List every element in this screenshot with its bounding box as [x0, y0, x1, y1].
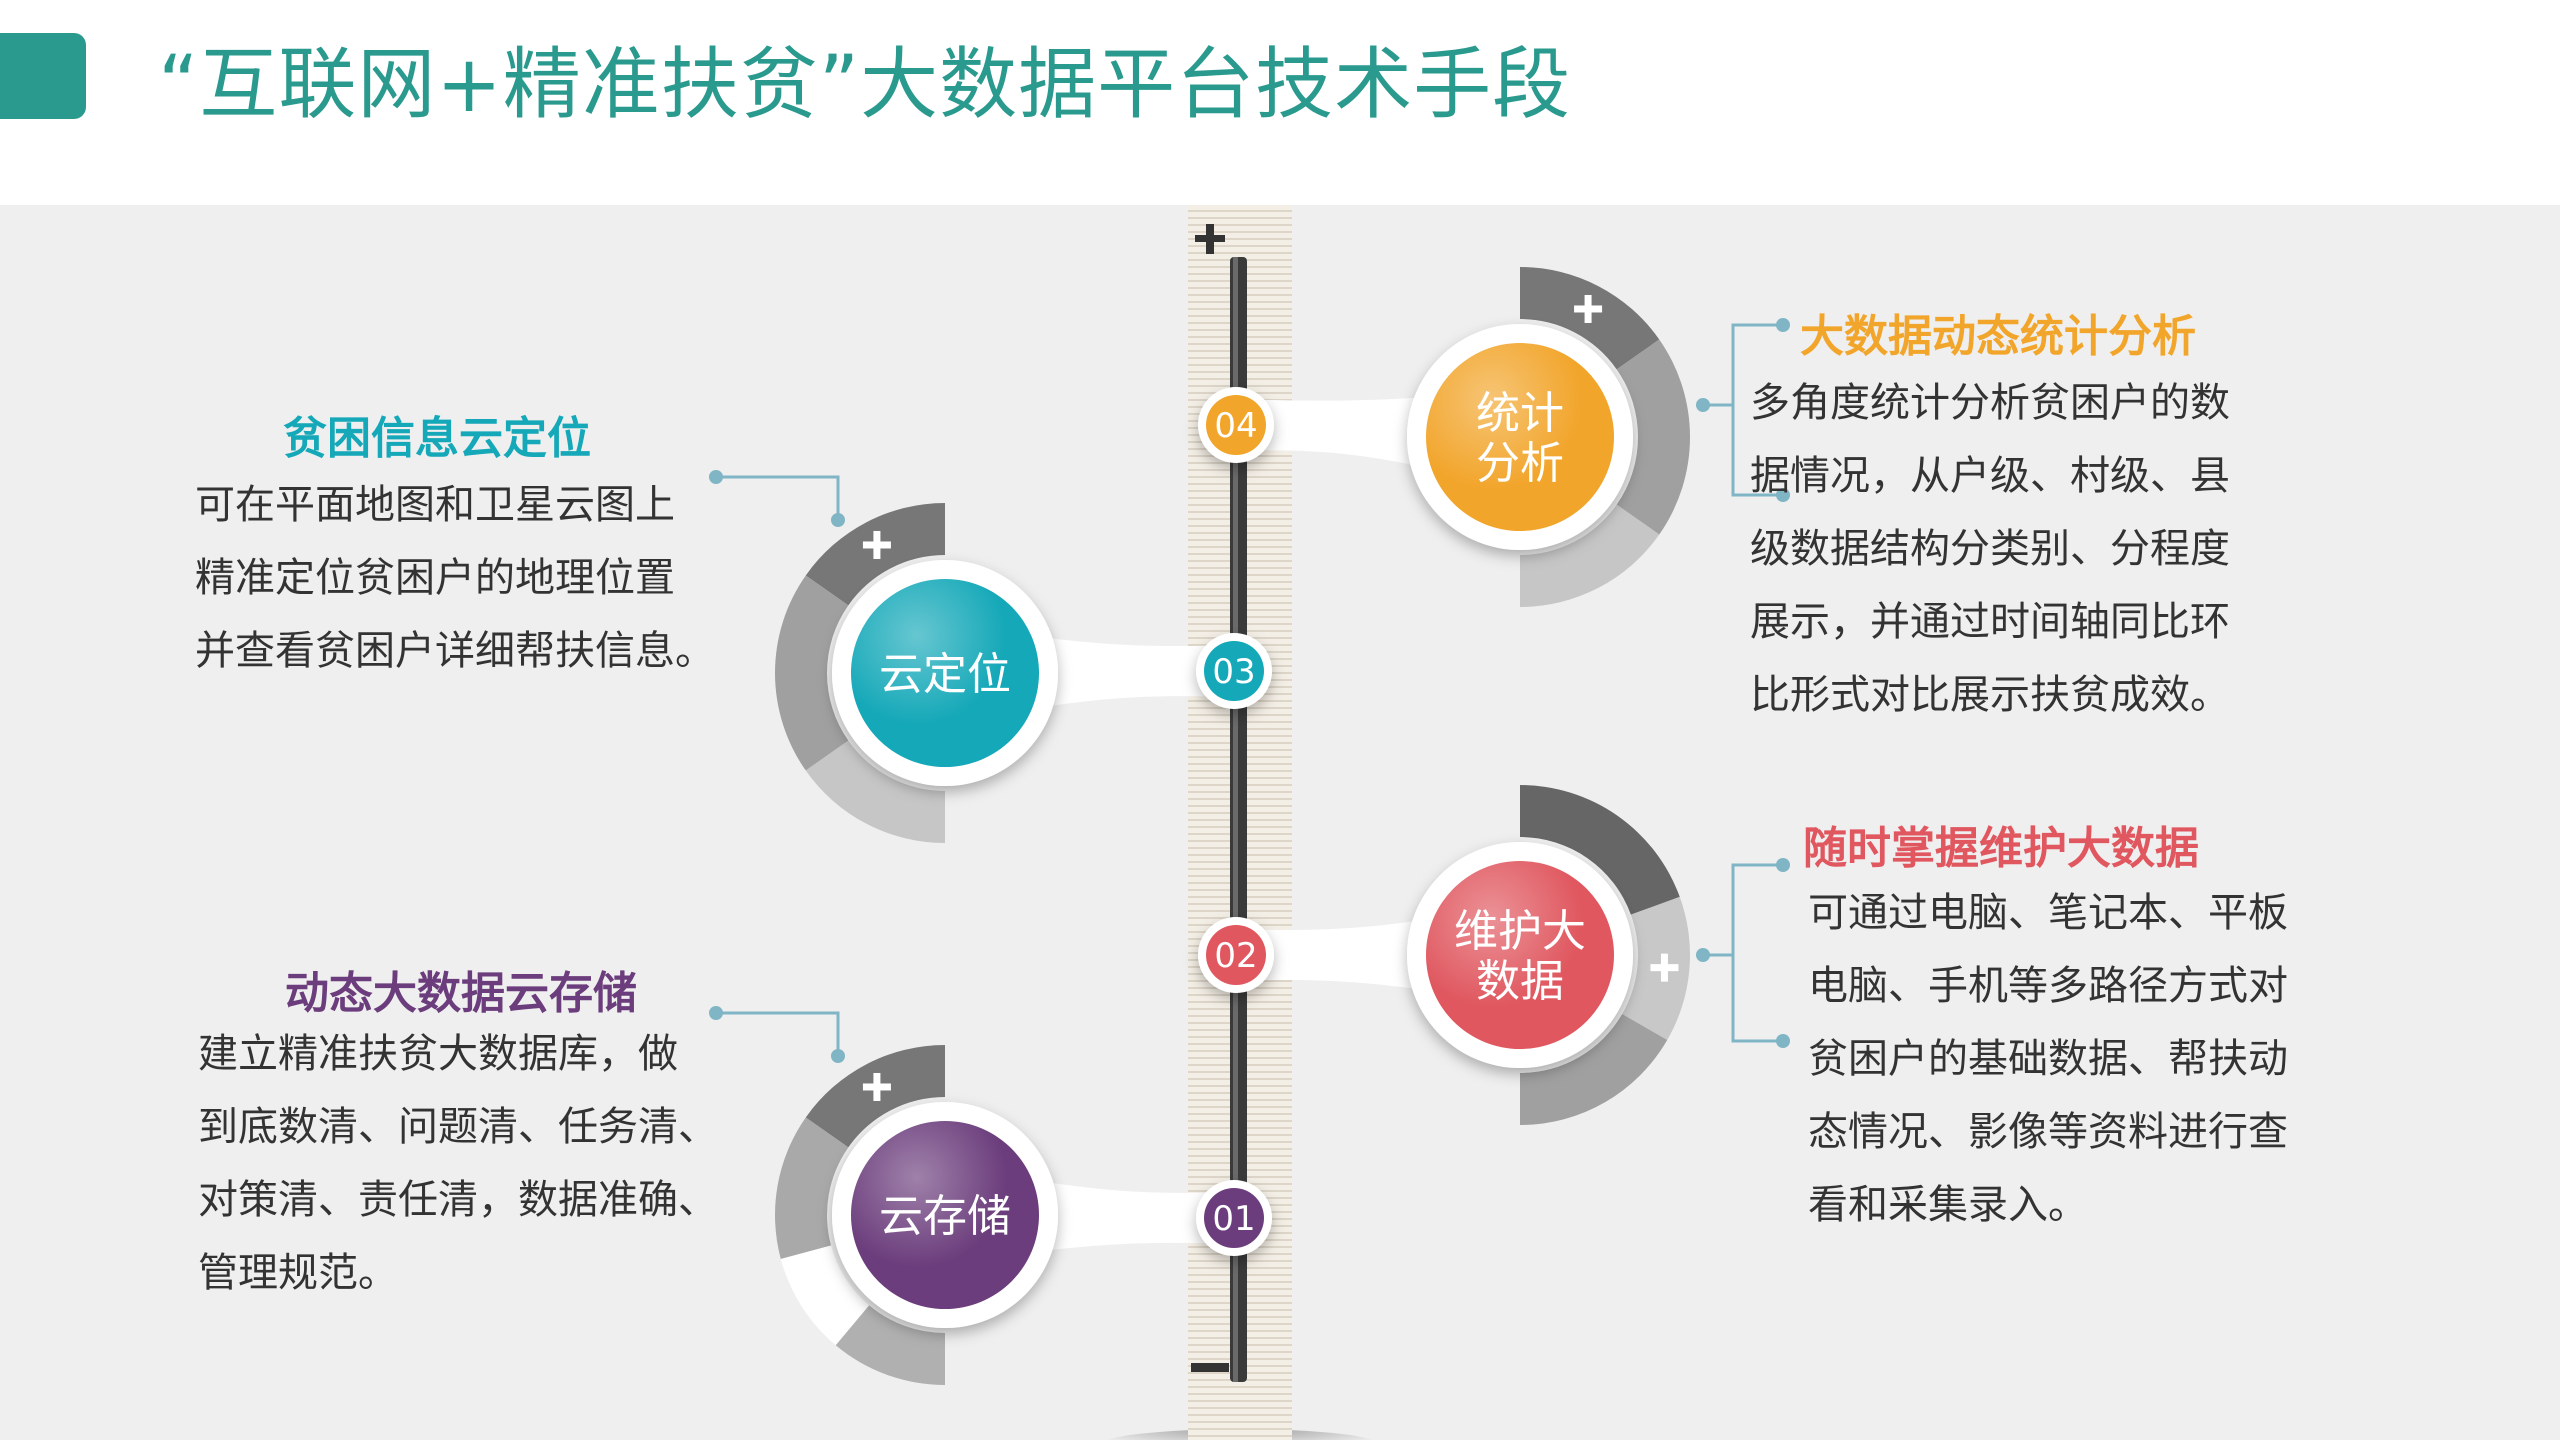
- number-bubble: [1204, 641, 1264, 701]
- ring-segment: [775, 575, 849, 771]
- node-label: 数据: [1476, 956, 1564, 1007]
- circle-shine: [851, 579, 1039, 767]
- section-body-cloud-location: 可在平面地图和卫星云图上 精准定位贫困户的地理位置 并查看贫困户详细帮扶信息。: [195, 482, 715, 674]
- node-01: 云存储 01: [709, 1006, 1272, 1385]
- number-bubble: [1206, 395, 1266, 455]
- section-title-cloud-storage: 动态大数据云存储: [285, 968, 637, 1019]
- page-title: “互联网+精准扶贫”大数据平台技术手段: [158, 40, 1572, 130]
- plus-icon: [862, 530, 891, 559]
- ring-segment: [774, 1117, 849, 1259]
- number-bubble: [1206, 925, 1266, 985]
- callout-line: [716, 475, 840, 520]
- callout-bracket: [1731, 323, 1783, 497]
- node-03: 云定位 03: [709, 470, 1272, 843]
- plus-icon: [1195, 224, 1225, 254]
- node-number: 02: [1214, 936, 1257, 976]
- callout-dot: [709, 470, 723, 484]
- callout-dot: [831, 1049, 845, 1063]
- callout-dot: [709, 1006, 723, 1020]
- ring-segment: [805, 740, 945, 843]
- timeline-diagram: 统计分析 04 云定位 03 维护大数据 02 云存储 01: [709, 205, 1790, 1440]
- callout-line: [716, 1011, 840, 1056]
- ring-segment: [1520, 504, 1660, 607]
- section-body-statistics: 多角度统计分析贫困户的数 据情况，从户级、村级、县 级数据结构分类别、分程度 展…: [1750, 380, 2230, 718]
- node-04: 统计分析 04: [1198, 267, 1790, 607]
- plus-icon: [862, 1072, 891, 1101]
- timeline-bar-highlight: [1233, 257, 1238, 1382]
- header: “互联网+精准扶贫”大数据平台技术手段: [0, 0, 2560, 205]
- node-label: 维护大: [1454, 906, 1586, 957]
- node-label: 统计: [1476, 388, 1564, 439]
- callout-dot: [1776, 1034, 1790, 1048]
- callout-dot: [1696, 398, 1710, 412]
- ring-segment: [835, 1305, 945, 1385]
- ring-segment: [1616, 339, 1691, 535]
- section-title-cloud-location: 贫困信息云定位: [283, 413, 591, 464]
- nodes-layer: 统计分析 04 云定位 03 维护大数据 02 云存储 01: [709, 267, 1790, 1385]
- circle-shine: [1426, 343, 1614, 531]
- callout-dot: [1776, 488, 1790, 502]
- circle-shine: [851, 1121, 1039, 1309]
- section-title-maintain-data: 随时掌握维护大数据: [1803, 823, 2199, 874]
- callout-dot: [1776, 318, 1790, 332]
- node-number: 01: [1212, 1199, 1255, 1239]
- node-label: 分析: [1476, 438, 1564, 489]
- callout-dot: [1776, 858, 1790, 872]
- callout-dot: [831, 513, 845, 527]
- node-number: 03: [1212, 652, 1255, 692]
- node-02: 维护大数据 02: [1198, 785, 1790, 1125]
- callout-dot: [1696, 948, 1710, 962]
- circle-shine: [1426, 861, 1614, 1049]
- plus-icon: [1650, 953, 1679, 982]
- ring-segment: [1520, 1014, 1668, 1125]
- plus-icon: [1574, 294, 1603, 323]
- minus-icon: [1191, 1363, 1229, 1372]
- diagram-stage: 统计分析 04 云定位 03 维护大数据 02 云存储 01 大数据动态统计分析 多角度统计分…: [0, 205, 2560, 1440]
- section-title-statistics: 大数据动态统计分析: [1800, 311, 2196, 362]
- node-label: 云定位: [879, 649, 1011, 700]
- node-label: 云存储: [879, 1191, 1011, 1242]
- section-body-cloud-storage: 建立精准扶贫大数据库，做 到底数清、问题清、任务清、 对策清、责任清，数据准确、…: [198, 1031, 718, 1296]
- ring-segment: [780, 1245, 870, 1346]
- node-number: 04: [1214, 406, 1257, 446]
- title-accent-bar: [0, 33, 86, 119]
- callout-bracket: [1731, 863, 1783, 1043]
- number-bubble: [1204, 1188, 1264, 1248]
- ring-segment: [1520, 785, 1680, 915]
- section-body-maintain-data: 可通过电脑、笔记本、平板 电脑、手机等多路径方式对 贫困户的基础数据、帮扶动 态…: [1808, 890, 2288, 1228]
